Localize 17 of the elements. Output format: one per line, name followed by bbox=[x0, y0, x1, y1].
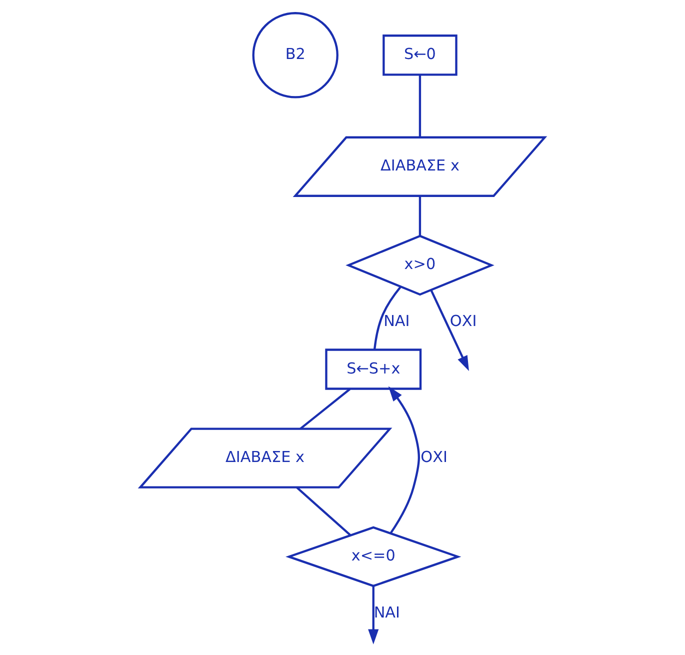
arrow bbox=[368, 586, 379, 644]
edge-label: ΟΧΙ bbox=[450, 312, 477, 330]
node-diamond: x<=0 bbox=[286, 526, 462, 588]
connector bbox=[373, 286, 402, 350]
node-box: S←S+x bbox=[325, 348, 422, 390]
node-box: S←0 bbox=[382, 34, 458, 76]
connector bbox=[418, 196, 422, 236]
connector bbox=[418, 74, 422, 138]
connector bbox=[296, 486, 351, 536]
edge-label: ΟΧΙ bbox=[420, 448, 448, 466]
edge-label: ΝΑΙ bbox=[384, 312, 410, 330]
connector bbox=[300, 388, 351, 430]
node-circle: B2 bbox=[252, 12, 338, 98]
node-diamond: x>0 bbox=[346, 234, 494, 296]
edge-label: ΝΑΙ bbox=[374, 604, 400, 622]
arrow bbox=[388, 386, 420, 534]
arrow bbox=[430, 290, 469, 371]
